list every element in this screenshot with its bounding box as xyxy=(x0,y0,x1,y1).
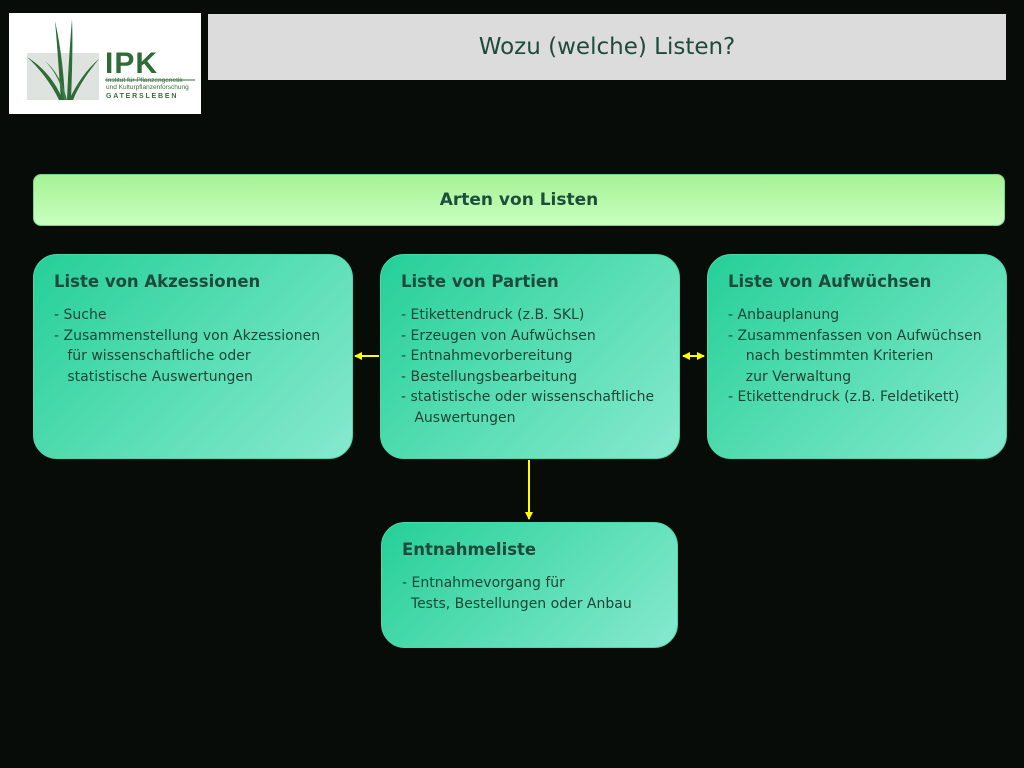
box-akzessionen: Liste von Akzessionen - Suche - Zusammen… xyxy=(33,254,353,459)
box-title: Liste von Aufwüchsen xyxy=(728,272,932,291)
box-aufwuechse: Liste von Aufwüchsen - Anbauplanung - Zu… xyxy=(707,254,1007,459)
banner-label: Arten von Listen xyxy=(439,190,599,210)
banner: Arten von Listen xyxy=(33,174,1005,226)
ipk-logo: IPK Institut für Pflanzengenetik und Kul… xyxy=(9,13,201,114)
box-body: - Entnahmevorgang für Tests, Bestellunge… xyxy=(402,575,632,612)
box-body: - Etikettendruck (z.B. SKL) - Erzeugen v… xyxy=(401,307,655,426)
box-title: Liste von Partien xyxy=(401,272,559,291)
logo-subtitle-line3: GATERSLEBEN xyxy=(106,93,179,100)
box-title: Liste von Akzessionen xyxy=(54,272,261,291)
box-body: - Suche - Zusammenstellung von Akzession… xyxy=(54,307,321,385)
logo-subtitle-line2: und Kulturpflanzenforschung xyxy=(106,84,189,91)
box-entnahmeliste: Entnahmeliste - Entnahmevorgang für Test… xyxy=(381,522,678,648)
slide-title: Wozu (welche) Listen? xyxy=(478,34,736,60)
logo-wordmark: IPK xyxy=(105,47,159,80)
box-title: Entnahmeliste xyxy=(402,540,537,559)
grass-logo-icon xyxy=(27,19,195,100)
title-bar: Wozu (welche) Listen? xyxy=(208,14,1006,80)
box-partien: Liste von Partien - Etikettendruck (z.B.… xyxy=(380,254,680,459)
box-body: - Anbauplanung - Zusammenfassen von Aufw… xyxy=(728,307,982,406)
logo-subtitle-line1: Institut für Pflanzengenetik xyxy=(106,77,183,84)
